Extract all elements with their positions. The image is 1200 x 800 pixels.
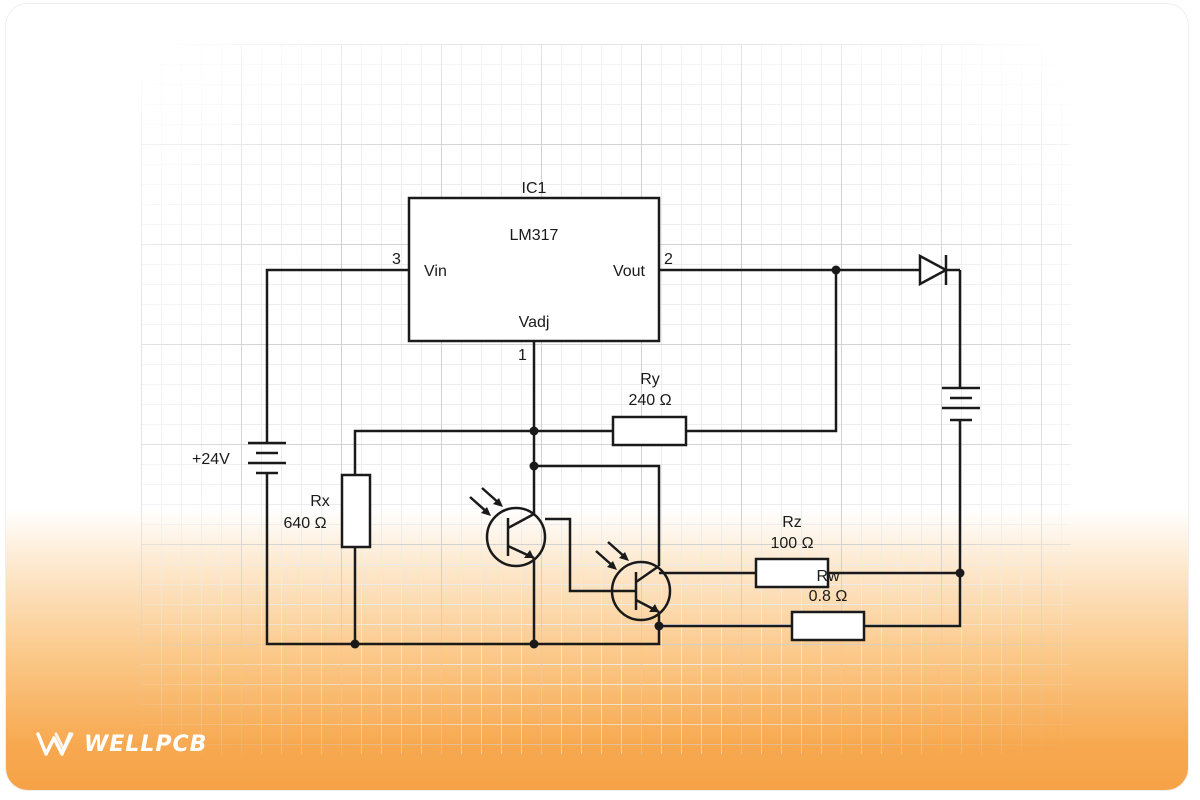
pin-vin-label: Vin (424, 263, 447, 280)
diode (918, 253, 960, 287)
pin3-label: 3 (392, 251, 401, 268)
phototransistor-q1 (469, 487, 547, 568)
grid-background (141, 44, 1071, 754)
wire-vin (265, 268, 409, 443)
wellpcb-logo: WELLPCB (36, 730, 207, 758)
wire-q2-collector (534, 464, 661, 566)
rw-value-label: 0.8 Ω (809, 588, 848, 605)
rw-name-label: Rw (816, 568, 840, 585)
pin-vout-label: Vout (613, 263, 646, 280)
rz-value-label: 100 Ω (770, 535, 813, 552)
junctions (350, 265, 965, 649)
pin1-label: 1 (518, 347, 527, 364)
resistor-rx (340, 473, 372, 549)
ry-name-label: Ry (640, 371, 660, 388)
ic1-lm317 (407, 196, 661, 343)
ic-name-label: IC1 (522, 180, 547, 197)
wellpcb-logo-text: WELLPCB (84, 731, 208, 757)
wire-q1-q2-base (545, 517, 636, 593)
wire-q2-rw (657, 612, 792, 628)
resistor-rw (790, 610, 866, 642)
wire-ry-right (686, 270, 838, 433)
supply-label: +24V (192, 451, 230, 468)
resistor-ry (611, 415, 688, 447)
rz-name-label: Rz (782, 514, 802, 531)
ry-value-label: 240 Ω (628, 392, 671, 409)
pin-vadj-label: Vadj (519, 314, 550, 331)
wires (265, 268, 962, 646)
wellpcb-logo-icon (36, 732, 74, 756)
battery-24v (248, 441, 286, 475)
wire-rw-right (864, 573, 962, 628)
wire-bottom-rail (265, 473, 661, 646)
rx-value-label: 640 Ω (283, 515, 326, 532)
resistor-rz (754, 557, 830, 589)
diagram-card (6, 4, 1188, 790)
rx-name-label: Rx (310, 493, 330, 510)
wire-ry-left (353, 429, 613, 475)
ic-body (407, 196, 661, 343)
phototransistor-q2 (595, 541, 672, 622)
battery-right (942, 386, 980, 422)
ic-part-label: LM317 (510, 227, 559, 244)
pin2-label: 2 (664, 251, 673, 268)
